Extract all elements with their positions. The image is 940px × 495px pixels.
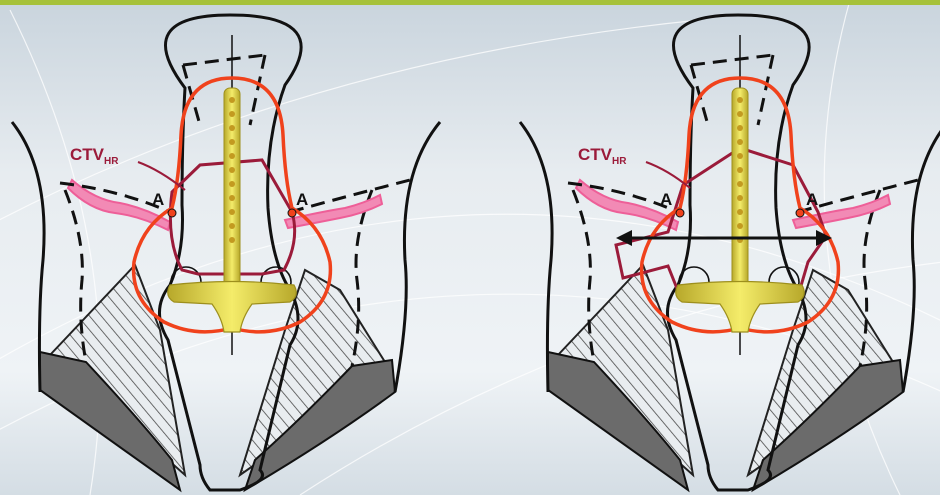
point-a-label-left: A xyxy=(152,190,164,209)
point-a-label-right: A xyxy=(296,190,308,209)
point-a-marker xyxy=(288,209,296,217)
point-a-marker xyxy=(796,209,804,217)
point-a-marker xyxy=(676,209,684,217)
point-a-marker xyxy=(168,209,176,217)
top-accent-bar xyxy=(0,0,940,5)
point-a-label-left: A xyxy=(660,190,672,209)
point-a-label-right: A xyxy=(806,190,818,209)
